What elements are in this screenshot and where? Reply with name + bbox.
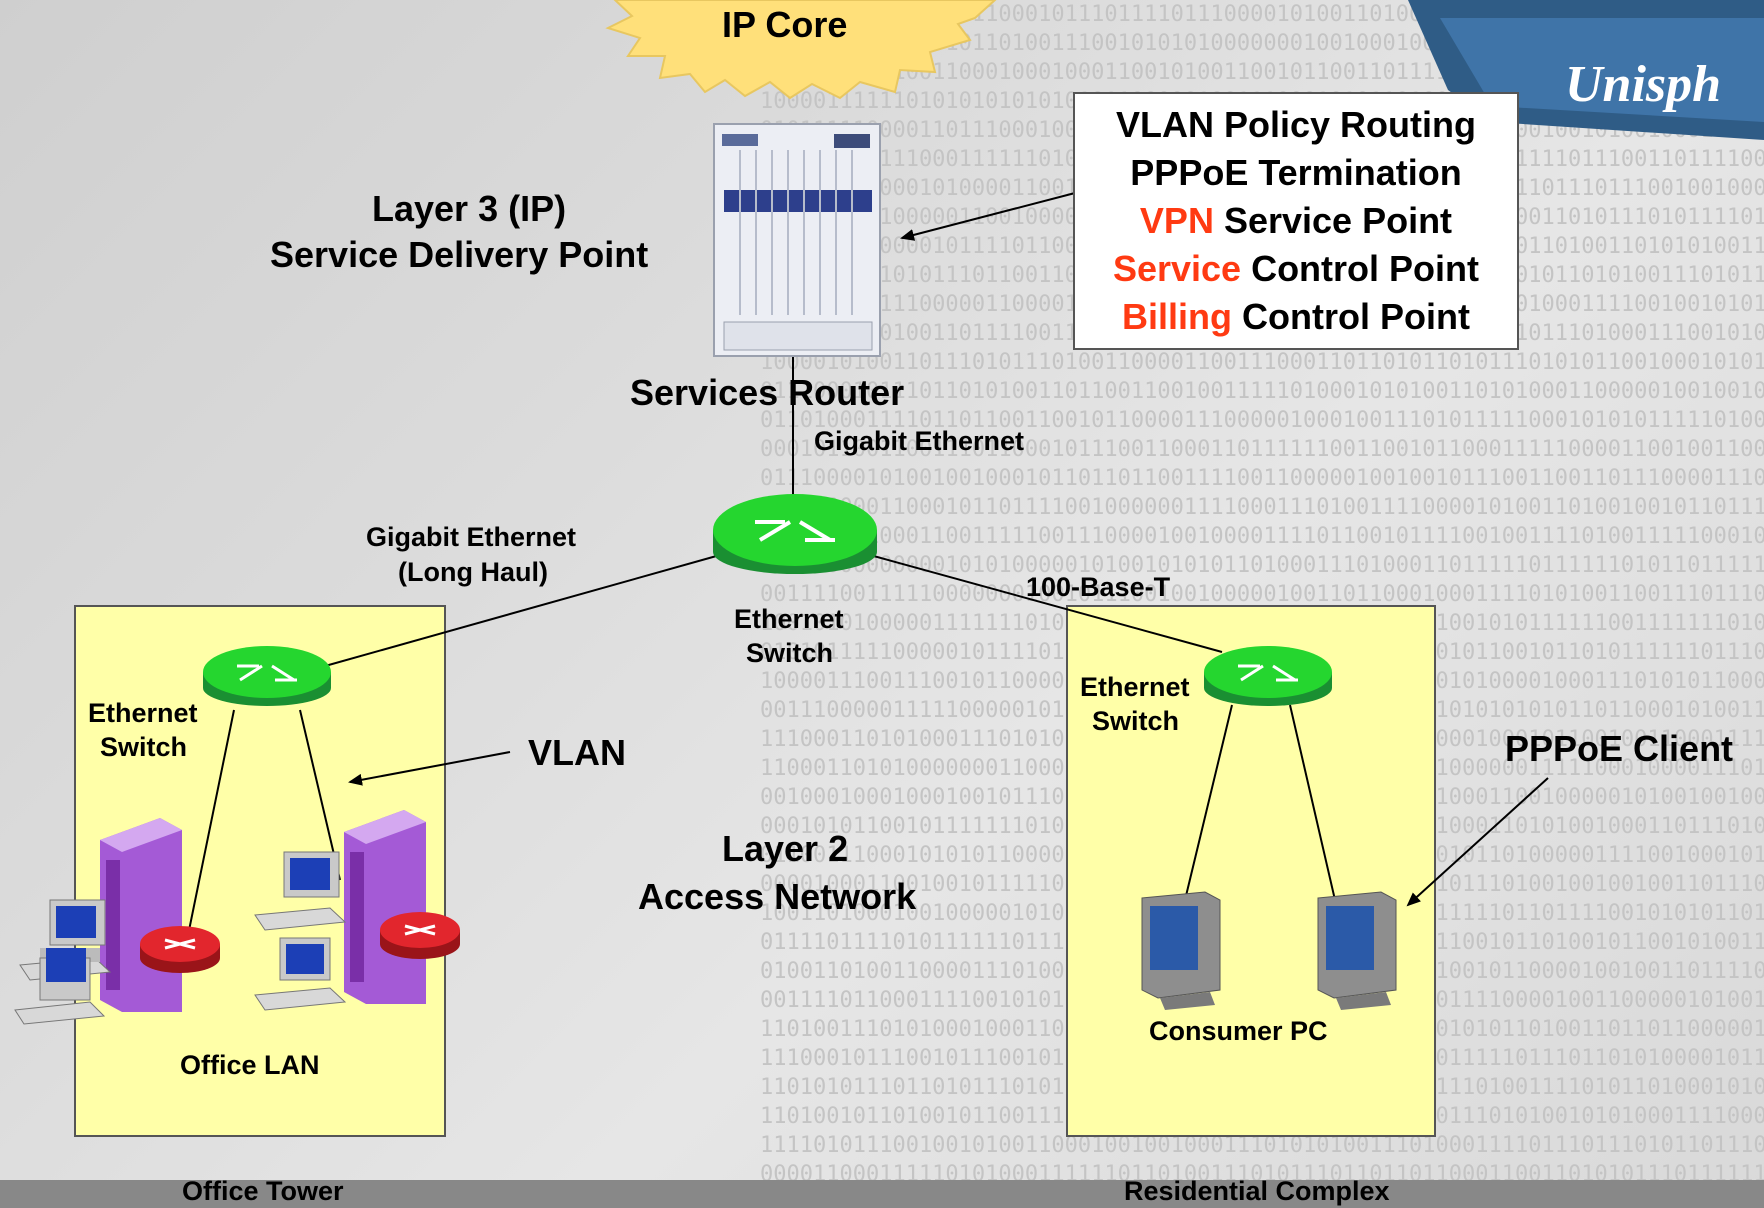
access-network-line2: Access Network bbox=[638, 876, 917, 917]
feature-service-control-point: Service Control Point bbox=[1075, 248, 1517, 290]
features-box: VLAN Policy Routing PPPoE Termination VP… bbox=[1073, 92, 1519, 350]
service-delivery-line2: Service Delivery Point bbox=[270, 234, 649, 275]
office-ethernet-switch bbox=[203, 646, 331, 706]
feature-vpn-highlight: VPN bbox=[1139, 200, 1214, 241]
footer-bar bbox=[0, 1180, 1764, 1208]
center-switch-label-1: Ethernet bbox=[734, 604, 844, 634]
feature-billing-highlight: Billing bbox=[1122, 296, 1233, 337]
logo-text: Unisph bbox=[1565, 56, 1722, 113]
center-switch-label-2: Switch bbox=[746, 638, 834, 668]
residential-complex-label: Residential Complex bbox=[1124, 1176, 1390, 1206]
center-to-residential-switch-line bbox=[869, 554, 1223, 653]
office-switch-label-1: Ethernet bbox=[88, 698, 198, 728]
office-left-router bbox=[140, 926, 220, 973]
pppoe-client-arrow bbox=[1406, 777, 1549, 907]
residential-ethernet-switch bbox=[1204, 646, 1332, 706]
feature-vpn-rest: Service Point bbox=[1213, 200, 1453, 241]
office-uplink-label-1: Gigabit Ethernet bbox=[366, 522, 577, 552]
access-network-line1: Layer 2 bbox=[722, 828, 849, 869]
office-uplink-label-2: (Long Haul) bbox=[398, 557, 548, 587]
features-arrow bbox=[900, 192, 1076, 241]
residential-switch-to-pc2-line bbox=[1289, 704, 1336, 901]
feature-pppoe-termination: PPPoE Termination bbox=[1130, 152, 1462, 193]
feature-vlan-policy-routing: VLAN Policy Routing bbox=[1116, 104, 1476, 145]
service-delivery-line1: Layer 3 (IP) bbox=[372, 188, 567, 229]
router-switch-link-label: Gigabit Ethernet bbox=[814, 426, 1025, 456]
residential-switch-label-1: Ethernet bbox=[1080, 672, 1190, 702]
vlan-arrow bbox=[348, 751, 511, 786]
consumer-pc-left bbox=[1141, 891, 1221, 1010]
consumer-pc-label: Consumer PC bbox=[1149, 1016, 1328, 1046]
residential-switch-to-pc1-line bbox=[1184, 704, 1233, 901]
feature-vpn-service-point: VPN Service Point bbox=[1075, 200, 1517, 242]
services-router-label: Services Router bbox=[630, 372, 905, 413]
office-left-server-cluster bbox=[14, 818, 182, 1025]
ip-core-cloud bbox=[605, 0, 997, 100]
office-switch-label-2: Switch bbox=[100, 732, 188, 762]
residential-switch-label-2: Switch bbox=[1092, 706, 1180, 736]
office-tower-label: Office Tower bbox=[182, 1176, 344, 1206]
office-right-server-cluster bbox=[254, 810, 426, 1011]
ip-core-label: IP Core bbox=[722, 4, 848, 45]
pppoe-client-label: PPPoE Client bbox=[1505, 728, 1734, 769]
feature-billing-control-point: Billing Control Point bbox=[1075, 296, 1517, 338]
office-switch-to-left-server-line bbox=[184, 709, 235, 951]
office-right-router bbox=[380, 912, 460, 959]
office-lan-label: Office LAN bbox=[180, 1050, 320, 1080]
center-ethernet-switch bbox=[713, 494, 877, 574]
feature-service-highlight: Service bbox=[1112, 248, 1242, 289]
services-router-chassis bbox=[713, 123, 881, 357]
center-to-office-switch-line bbox=[317, 554, 721, 669]
logo-tile-highlight bbox=[1440, 18, 1764, 122]
consumer-pc-right bbox=[1317, 891, 1397, 1010]
vlan-label: VLAN bbox=[528, 732, 626, 773]
feature-service-rest: Control Point bbox=[1241, 248, 1480, 289]
residential-uplink-label: 100-Base-T bbox=[1026, 572, 1171, 602]
feature-billing-rest: Control Point bbox=[1232, 296, 1470, 337]
